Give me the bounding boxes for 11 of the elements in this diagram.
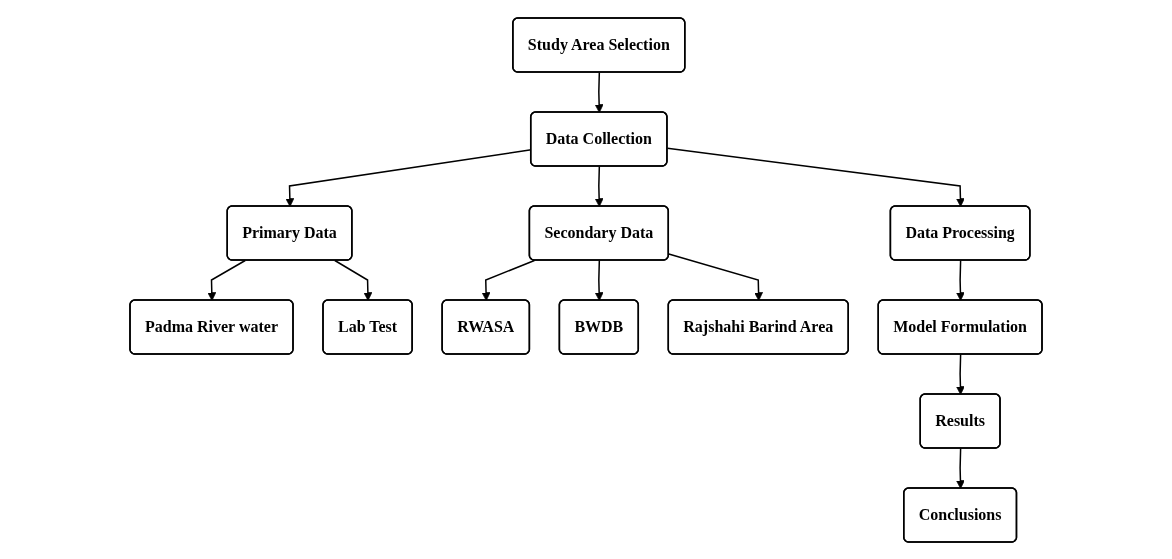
arrow bbox=[481, 259, 536, 301]
arrow bbox=[956, 259, 965, 301]
arrow bbox=[594, 259, 604, 301]
arrow bbox=[594, 71, 604, 113]
arrow bbox=[666, 147, 965, 207]
arrow bbox=[334, 259, 373, 301]
arrow bbox=[668, 252, 763, 301]
arrow bbox=[207, 259, 246, 301]
arrow bbox=[956, 447, 965, 489]
arrow bbox=[956, 353, 965, 395]
arrow bbox=[594, 165, 604, 207]
